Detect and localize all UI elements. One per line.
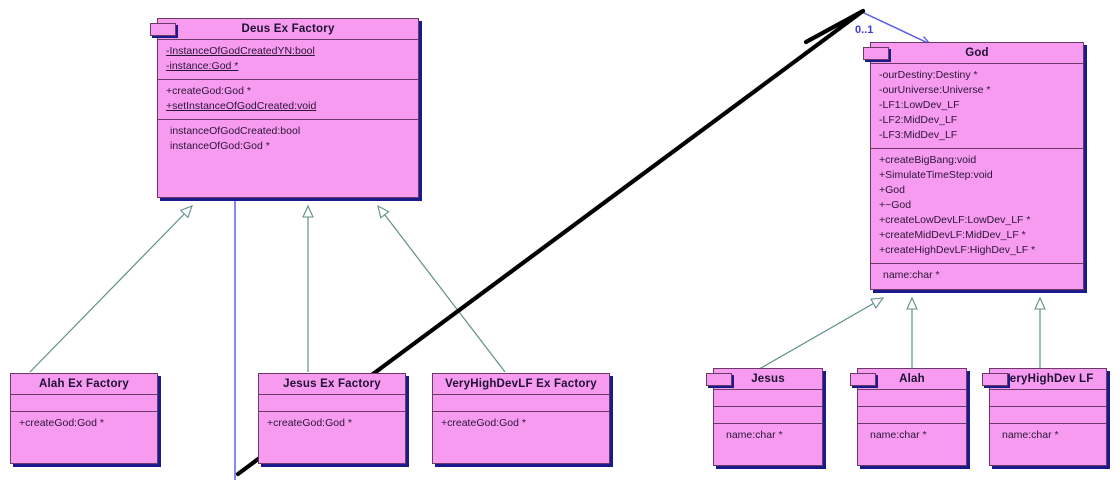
extra-row: instanceOfGodCreated:bool [170,125,301,137]
class-box-god[interactable]: God -ourDestiny:Destiny * -ourUniverse:U… [863,42,1084,290]
operations-compartment-deus-ex-factory: +createGod:God * +setInstanceOfGodCreate… [158,80,418,119]
extra-compartment-veryhighdev-lf: name:char * [990,424,1106,448]
class-title-veryhighdev-lf: VeryHighDev LF [1002,373,1094,385]
class-box-veryhighdev-lf[interactable]: VeryHighDev LF name:char * [982,368,1107,466]
attribute-row: -LF3:MidDev_LF [879,129,958,141]
operation-row: +createGod:God * [166,85,251,97]
compartment-separator [858,423,966,424]
attributes-compartment-veryhighdev-lf [990,390,1106,406]
extra-row: name:char * [870,429,927,441]
class-title-alah: Alah [899,373,925,385]
class-box-jesus-ex-factory[interactable]: Jesus Ex Factory +createGod:God * [258,373,406,464]
class-box-veryhighdevlf-ex-factory[interactable]: VeryHighDevLF Ex Factory +createGod:God … [432,373,610,464]
compartment-separator [990,389,1106,390]
class-title-jesus-ex-factory: Jesus Ex Factory [283,378,381,390]
generalization-veryhighdevlfexfactory-to-deusexfactory [377,204,506,373]
compartment-separator [990,423,1106,424]
compartment-separator [11,411,157,412]
operation-row: +createBigBang:void [879,154,977,166]
attributes-compartment-god: -ourDestiny:Destiny * -ourUniverse:Unive… [871,64,1083,148]
operation-row: +createGod:God * [441,417,526,429]
operation-row: +SimulateTimeStep:void [879,169,993,181]
class-title-god: God [965,47,989,59]
class-title-deus-ex-factory: Deus Ex Factory [241,23,335,35]
extra-row: instanceOfGod:God * [170,140,270,152]
compartment-separator [858,389,966,390]
attribute-row: -ourUniverse:Universe * [879,84,991,96]
class-tab-icon [150,23,176,36]
class-box-deus-ex-factory[interactable]: Deus Ex Factory -InstanceOfGodCreatedYN:… [150,18,419,198]
compartment-separator [11,394,157,395]
extra-compartment-deus-ex-factory: instanceOfGodCreated:bool instanceOfGod:… [158,120,418,159]
class-tab-icon [850,373,876,386]
extra-row: name:char * [726,429,783,441]
operations-compartment-jesus [714,407,822,423]
operation-row: +God [879,184,905,196]
operations-compartment-jesus-ex-factory: +createGod:God * [259,412,405,436]
extra-row: name:char * [1002,429,1059,441]
extra-compartment-god: name:char * [871,264,1083,288]
attributes-compartment-alah [858,390,966,406]
operation-row: +createMidDevLF:MidDev_LF * [879,229,1026,241]
operation-row: +createGod:God * [19,417,104,429]
generalization-jesus-to-god [753,297,885,373]
class-title-alah-ex-factory: Alah Ex Factory [39,378,129,390]
operation-row: +createHighDevLF:HighDev_LF * [879,244,1036,256]
attribute-row: -InstanceOfGodCreatedYN:bool [166,45,315,57]
compartment-separator [858,406,966,407]
attributes-compartment-jesus-ex-factory [259,395,405,411]
attribute-row: -LF1:LowDev_LF [879,99,960,111]
attributes-compartment-alah-ex-factory [11,395,157,411]
operations-compartment-alah [858,407,966,423]
class-tab-icon [982,373,1008,386]
operation-row: +createGod:God * [267,417,352,429]
attributes-compartment-jesus [714,390,822,406]
extra-compartment-alah: name:char * [858,424,966,448]
compartment-separator [871,148,1083,149]
generalization-alahexfactory-to-deusexfactory [29,205,193,373]
class-tab-icon [863,47,889,60]
compartment-separator [871,63,1083,64]
operations-compartment-alah-ex-factory: +createGod:God * [11,412,157,436]
operations-compartment-veryhighdevlf-ex-factory: +createGod:God * [433,412,609,436]
operations-compartment-veryhighdev-lf [990,407,1106,423]
compartment-separator [990,406,1106,407]
class-tab-icon [706,373,732,386]
extra-compartment-jesus: name:char * [714,424,822,448]
attribute-row: -LF2:MidDev_LF [879,114,958,126]
compartment-separator [871,263,1083,264]
extra-row: name:char * [883,269,940,281]
operation-row: +createLowDevLF:LowDev_LF * [879,214,1031,226]
operation-row: +setInstanceOfGodCreated:void [166,100,317,112]
association-multiplicity-label: 0..1 [855,24,874,36]
attributes-compartment-veryhighdevlf-ex-factory [433,395,609,411]
attributes-compartment-deus-ex-factory: -InstanceOfGodCreatedYN:bool -instance:G… [158,40,418,79]
operation-row: +~God [879,199,912,211]
attribute-row: -instance:God * [166,60,239,72]
class-box-alah-ex-factory[interactable]: Alah Ex Factory +createGod:God * [10,373,158,464]
class-title-veryhighdevlf-ex-factory: VeryHighDevLF Ex Factory [445,378,597,390]
class-box-alah[interactable]: Alah name:char * [850,368,967,466]
attribute-row: -ourDestiny:Destiny * [879,69,978,81]
operations-compartment-god: +createBigBang:void +SimulateTimeStep:vo… [871,149,1083,263]
class-box-jesus[interactable]: Jesus name:char * [706,368,823,466]
